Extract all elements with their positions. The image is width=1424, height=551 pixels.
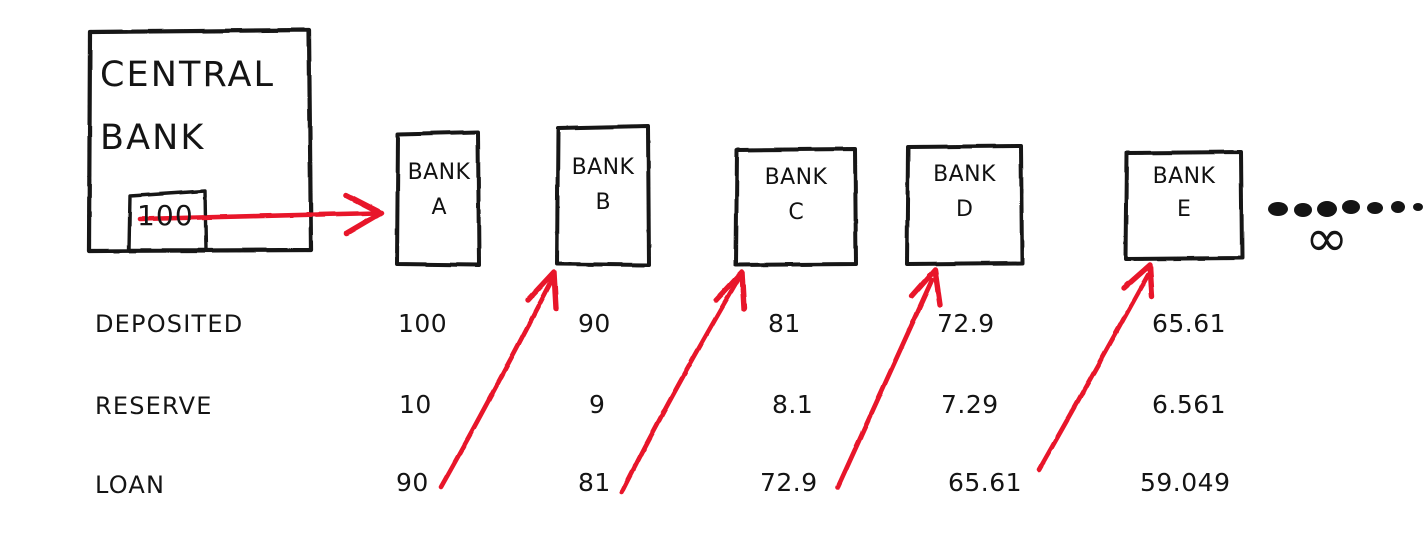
central-bank-box — [86, 27, 314, 254]
value-reserve-bank-b: 9 — [589, 390, 606, 419]
value-reserve-bank-c: 8.1 — [772, 390, 814, 419]
arrow-centralbank-to-bank-a — [137, 192, 384, 236]
infinity-icon: ∞ — [1305, 209, 1351, 269]
banknote-value-label: 100 — [137, 199, 194, 232]
bank-a-box — [395, 130, 481, 267]
central-bank-title-line1: CENTRAL — [100, 55, 276, 95]
value-loan-bank-c: 72.9 — [760, 468, 818, 497]
arrow-bank-a-loan-to-bank-b — [438, 269, 559, 490]
bank-b-box — [555, 124, 651, 267]
row-label-reserve: RESERVE — [95, 392, 213, 420]
bank-c-box — [734, 147, 858, 267]
value-reserve-bank-a: 10 — [399, 390, 432, 419]
value-deposited-bank-b: 90 — [578, 309, 611, 338]
value-deposited-bank-e: 65.61 — [1152, 309, 1227, 338]
value-reserve-bank-e: 6.561 — [1152, 390, 1227, 419]
value-deposited-bank-d: 72.9 — [937, 309, 995, 338]
continuation-dots — [1268, 200, 1423, 217]
bank-d-box — [905, 144, 1024, 266]
value-loan-bank-e: 59.049 — [1140, 468, 1231, 497]
central-bank-title-line2: BANK — [100, 118, 206, 158]
value-deposited-bank-a: 100 — [398, 309, 448, 338]
value-loan-bank-d: 65.61 — [948, 468, 1023, 497]
bank-e-box — [1124, 150, 1244, 261]
arrow-bank-c-loan-to-bank-d — [835, 267, 943, 490]
arrow-bank-b-loan-to-bank-c — [619, 269, 747, 495]
value-reserve-bank-d: 7.29 — [941, 390, 999, 419]
value-loan-bank-a: 90 — [396, 468, 429, 497]
row-label-deposited: DEPOSITED — [95, 310, 244, 338]
value-loan-bank-b: 81 — [578, 468, 611, 497]
arrow-bank-d-loan-to-bank-e — [1036, 262, 1155, 473]
value-deposited-bank-c: 81 — [768, 309, 801, 338]
row-label-loan: LOAN — [95, 471, 166, 499]
